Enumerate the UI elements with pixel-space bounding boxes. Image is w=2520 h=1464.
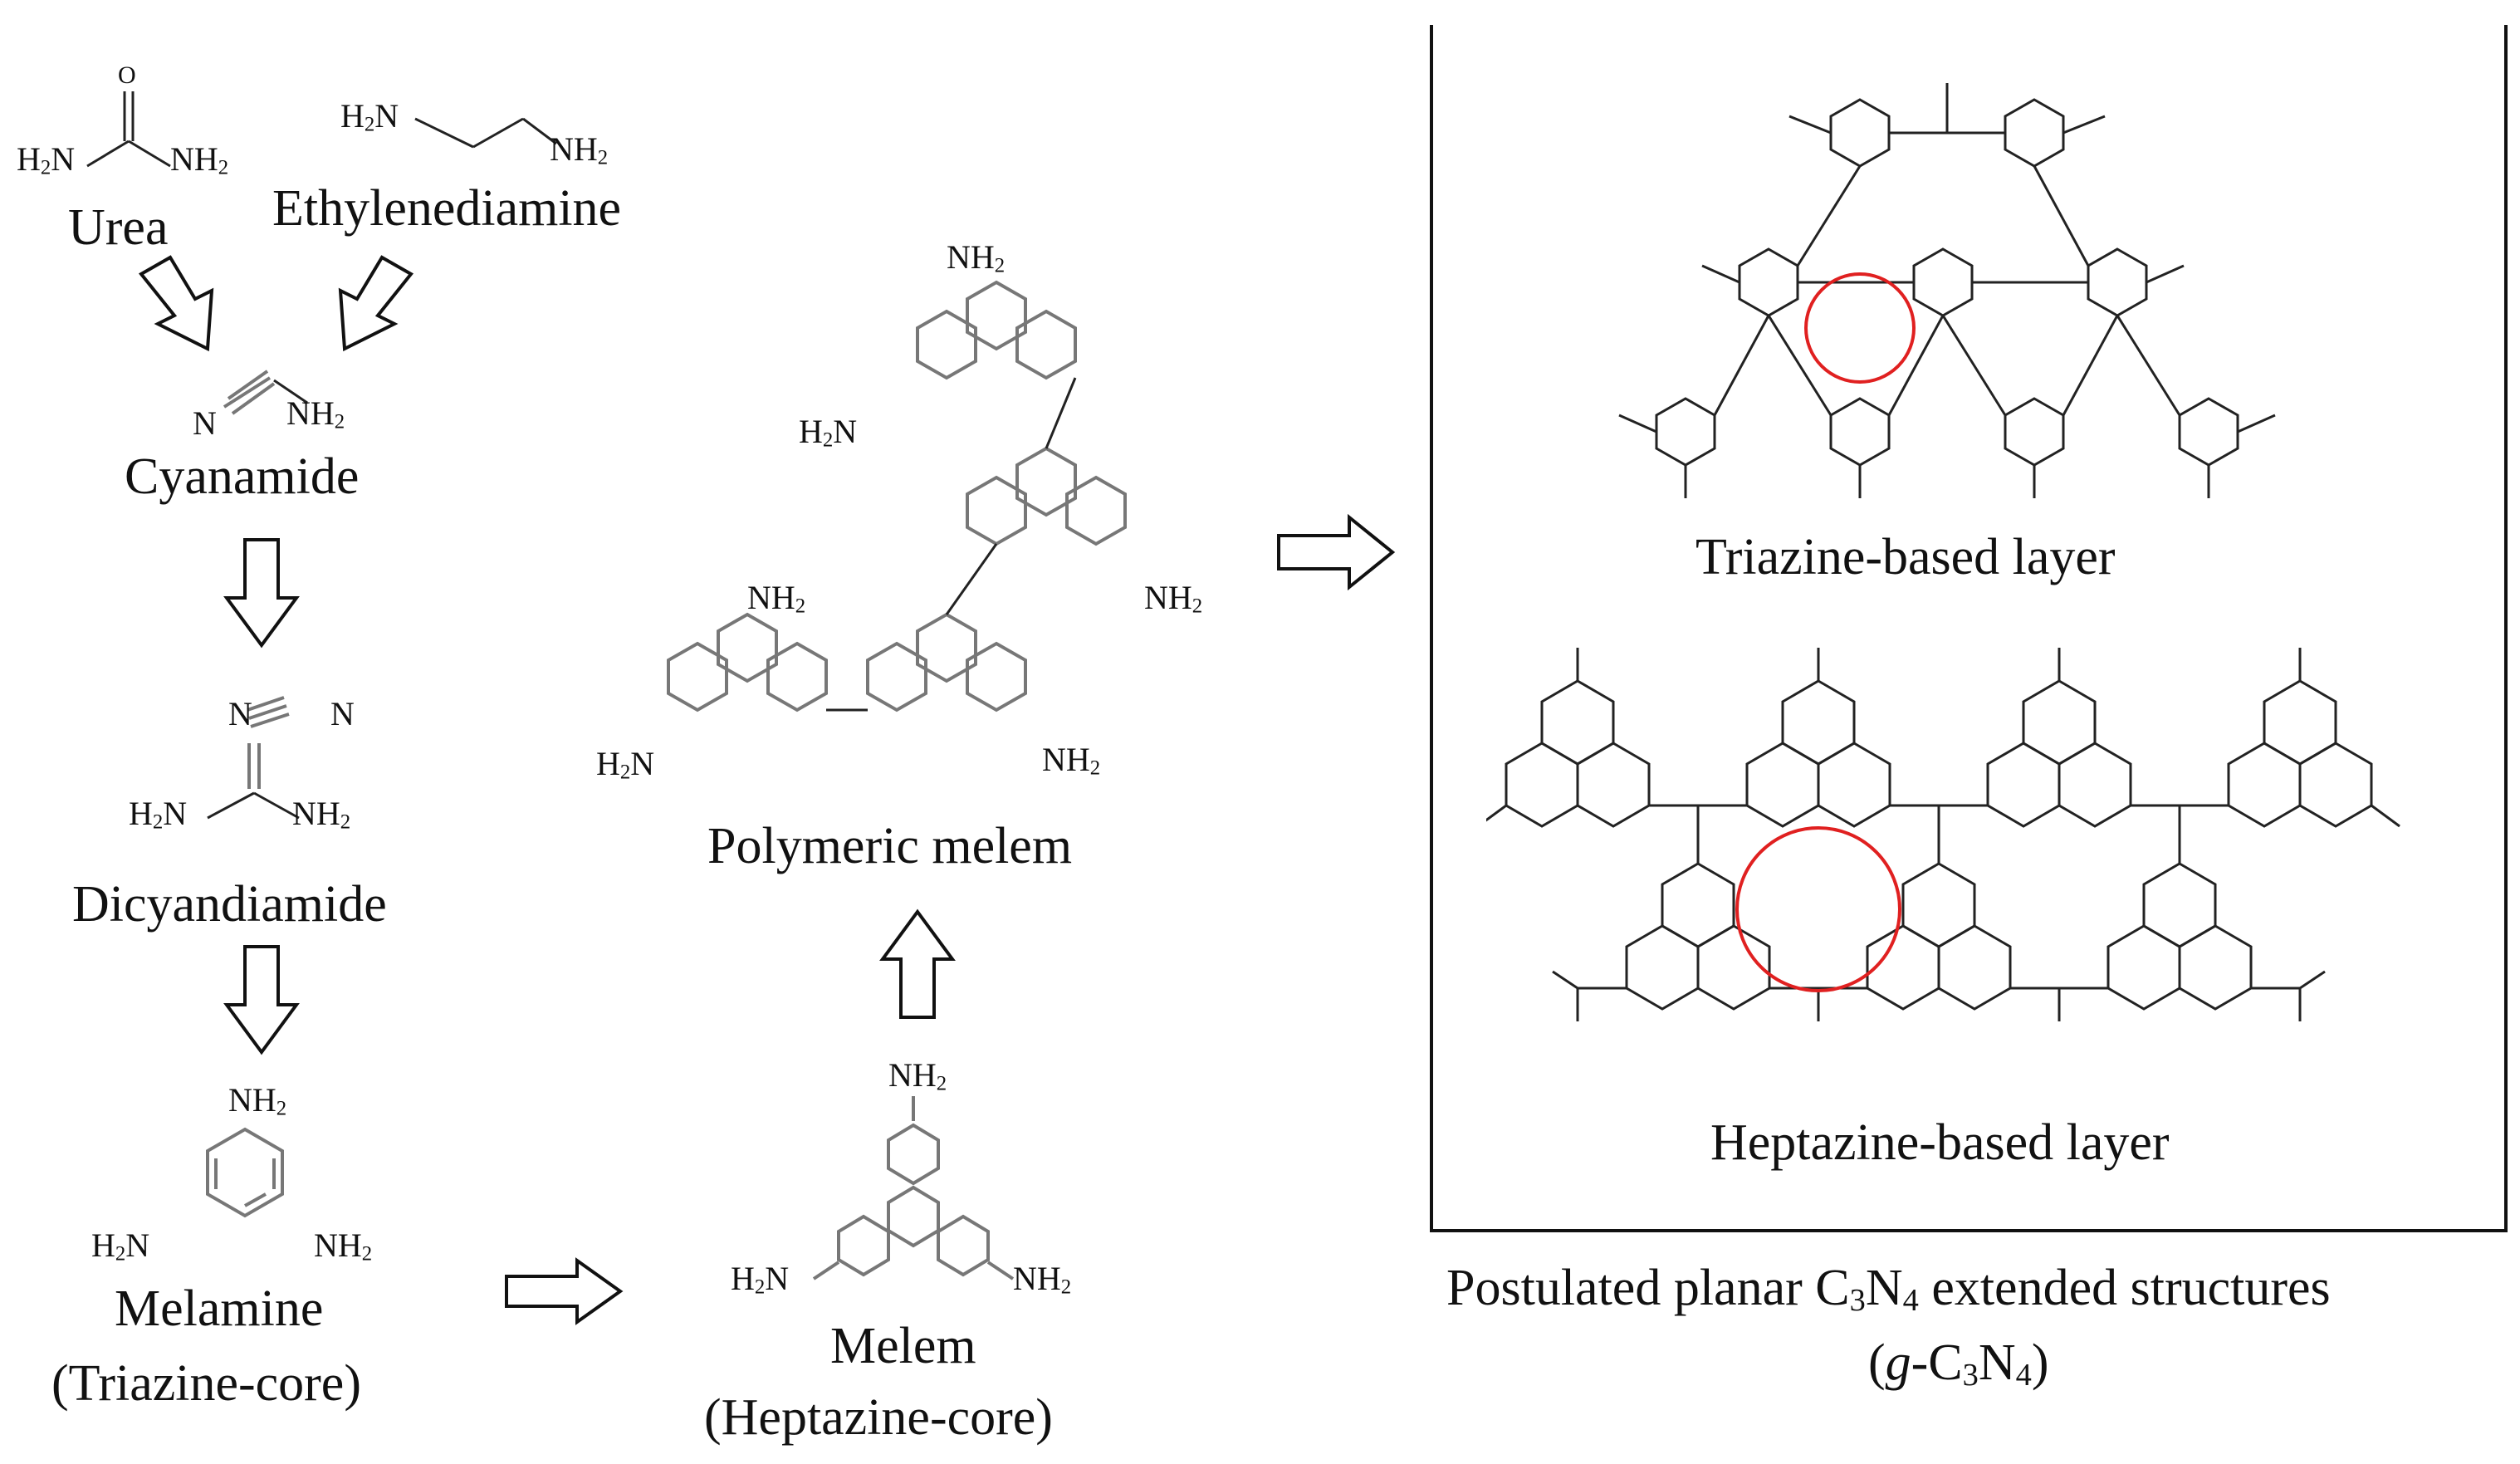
arrow-cyanamide-to-dicyandiamide bbox=[223, 538, 300, 649]
ethylenediamine-nh2: NH2 bbox=[550, 130, 609, 169]
melem-nh2-top: NH2 bbox=[888, 1056, 947, 1095]
polymeric-nh2-top: NH2 bbox=[947, 238, 1006, 277]
melem-label: Melem bbox=[830, 1318, 976, 1374]
arrow-melamine-to-melem bbox=[505, 1257, 624, 1325]
svg-text:O: O bbox=[118, 61, 136, 89]
polymeric-melem-structure bbox=[667, 280, 1127, 712]
arrow-to-extended-structures bbox=[1277, 513, 1396, 591]
dicyandiamide-n1: N bbox=[228, 695, 252, 732]
extended-structures-box bbox=[1430, 25, 2508, 1232]
cyanamide-structure bbox=[223, 370, 308, 415]
melamine-h2n: H2N bbox=[91, 1227, 150, 1266]
dicyandiamide-label: Dicyandiamide bbox=[72, 876, 387, 933]
ethylenediamine-h2n: H2N bbox=[340, 97, 399, 136]
urea-h2n: H2N bbox=[17, 140, 76, 179]
arrow-urea-to-cyanamide bbox=[138, 255, 214, 352]
polymeric-nh2-left: NH2 bbox=[747, 579, 806, 618]
heptazine-pore-highlight bbox=[1735, 826, 1901, 992]
dicyandiamide-n2: N bbox=[330, 695, 355, 732]
melamine-core-label: (Triazine-core) bbox=[51, 1355, 361, 1412]
triazine-layer-structure bbox=[1618, 83, 2276, 498]
polymeric-melem-label: Polymeric melem bbox=[707, 818, 1073, 874]
caption-line-2: (g-C3N4) bbox=[1868, 1334, 2049, 1393]
heptazine-layer-label: Heptazine-based layer bbox=[1710, 1114, 2170, 1171]
cyanamide-label: Cyanamide bbox=[125, 448, 360, 505]
polymeric-h2n-left: H2N bbox=[596, 745, 655, 784]
polymeric-nh2-mid: NH2 bbox=[1144, 579, 1203, 618]
ethylenediamine-structure bbox=[414, 117, 557, 149]
heptazine-layer-structure bbox=[1486, 648, 2400, 1021]
arrow-melem-to-polymeric bbox=[879, 908, 956, 1019]
triazine-layer-label: Triazine-based layer bbox=[1695, 529, 2116, 585]
triazine-pore-highlight bbox=[1804, 272, 1916, 384]
melem-h2n: H2N bbox=[731, 1260, 790, 1299]
dicyandiamide-nh2: NH2 bbox=[292, 795, 351, 834]
melamine-label: Melamine bbox=[115, 1280, 324, 1337]
polymeric-h2n-top: H2N bbox=[799, 413, 858, 452]
dicyandiamide-structure bbox=[207, 696, 300, 820]
caption-line-1: Postulated planar C3N4 extended structur… bbox=[1446, 1260, 2331, 1318]
polymeric-nh2-right: NH2 bbox=[1042, 741, 1101, 780]
melamine-nh2-top: NH2 bbox=[228, 1081, 287, 1120]
arrow-dicyandiamide-to-melamine bbox=[223, 945, 300, 1055]
melamine-nh2-right: NH2 bbox=[314, 1227, 373, 1266]
urea-nh2: NH2 bbox=[170, 140, 229, 179]
cyanamide-nh2: NH2 bbox=[286, 394, 345, 433]
melem-structure bbox=[812, 1096, 1015, 1280]
ethylenediamine-label: Ethylenediamine bbox=[272, 180, 622, 237]
melamine-structure bbox=[206, 1127, 284, 1218]
melem-nh2-right: NH2 bbox=[1013, 1260, 1072, 1299]
melem-core-label: (Heptazine-core) bbox=[704, 1389, 1053, 1446]
urea-label: Urea bbox=[68, 199, 169, 256]
urea-structure: O bbox=[86, 61, 171, 168]
arrow-ethylenediamine-to-cyanamide bbox=[338, 255, 414, 352]
dicyandiamide-h2n: H2N bbox=[129, 795, 188, 834]
cyanamide-n: N bbox=[193, 404, 217, 442]
